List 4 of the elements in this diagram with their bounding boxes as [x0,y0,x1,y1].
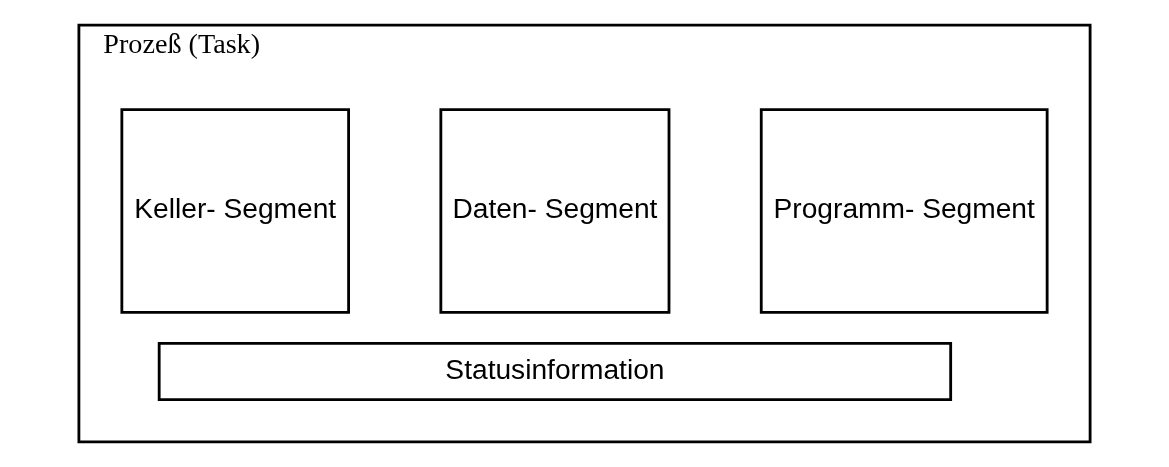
node-box: Programm- Segment [759,108,1049,314]
node-box: Daten- Segment [439,108,671,314]
node-box: Keller- Segment [120,108,350,314]
node-box: Statusinformation [157,341,953,402]
